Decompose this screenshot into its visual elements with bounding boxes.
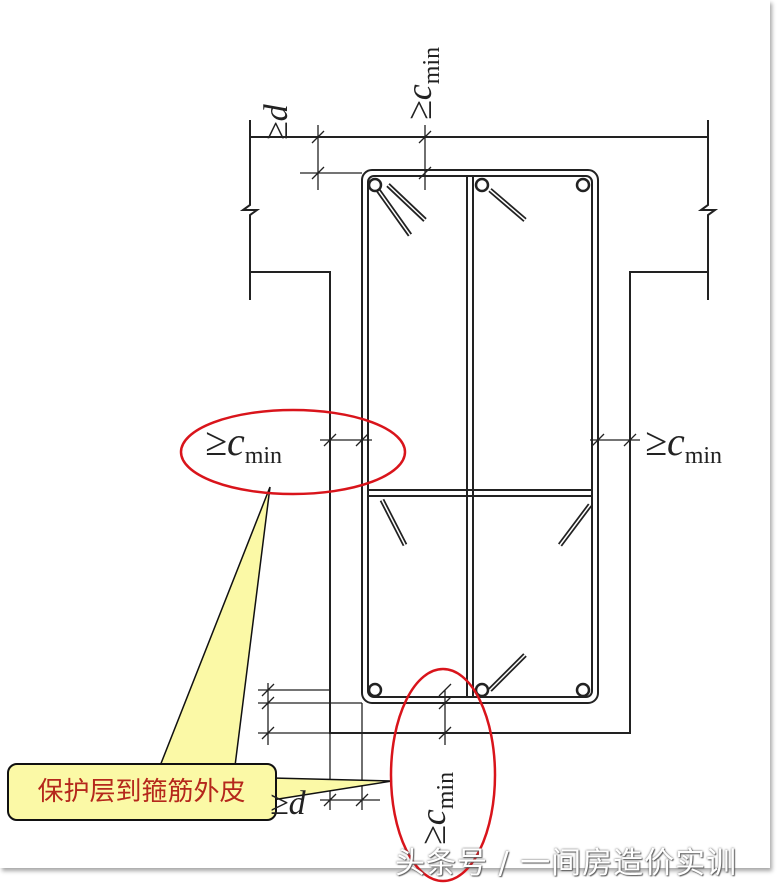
- watermark: 头条号 / 一间房造价实训: [395, 846, 738, 881]
- c-symbol: c: [413, 809, 453, 826]
- beam-outline: [239, 120, 719, 734]
- dim-label-top-cmin: ≥cmin: [398, 47, 446, 120]
- callout-pointer: [158, 486, 393, 801]
- c-symbol: c: [399, 84, 439, 101]
- dim-label-left-cmin: ≥cmin: [205, 418, 282, 470]
- highlight-ellipse-left: [179, 408, 407, 496]
- min-subscript: min: [419, 46, 445, 85]
- middle-stirrup: [466, 176, 474, 697]
- d-symbol: d: [288, 785, 306, 822]
- dim-label-bottom-d: ≥d: [270, 785, 306, 823]
- drawing-sheet: [0, 0, 770, 868]
- geq-symbol: ≥: [205, 419, 227, 464]
- dim-label-bottom-cmin: ≥cmin: [412, 772, 460, 845]
- min-subscript: min: [244, 443, 283, 469]
- min-subscript: min: [684, 443, 723, 469]
- rebars: [367, 177, 591, 698]
- callout-box: [7, 763, 277, 821]
- callout-text: 保护层到箍筋外皮: [37, 777, 246, 807]
- min-subscript: min: [433, 771, 459, 810]
- dimension-lines: [258, 125, 640, 810]
- geq-symbol: ≥: [258, 121, 295, 140]
- dim-label-right-cmin: ≥cmin: [645, 418, 722, 470]
- tie-bar: [368, 489, 592, 497]
- d-symbol: d: [258, 104, 295, 122]
- geq-symbol: ≥: [645, 419, 667, 464]
- c-symbol: c: [666, 419, 685, 464]
- hooks: [375, 183, 592, 692]
- highlight-ellipse-bottom: [389, 667, 497, 883]
- c-symbol: c: [226, 419, 245, 464]
- dim-label-top-d: ≥d: [258, 104, 296, 140]
- geq-symbol: ≥: [399, 100, 439, 120]
- geq-symbol: ≥: [270, 785, 289, 822]
- stirrup-inner: [367, 175, 593, 698]
